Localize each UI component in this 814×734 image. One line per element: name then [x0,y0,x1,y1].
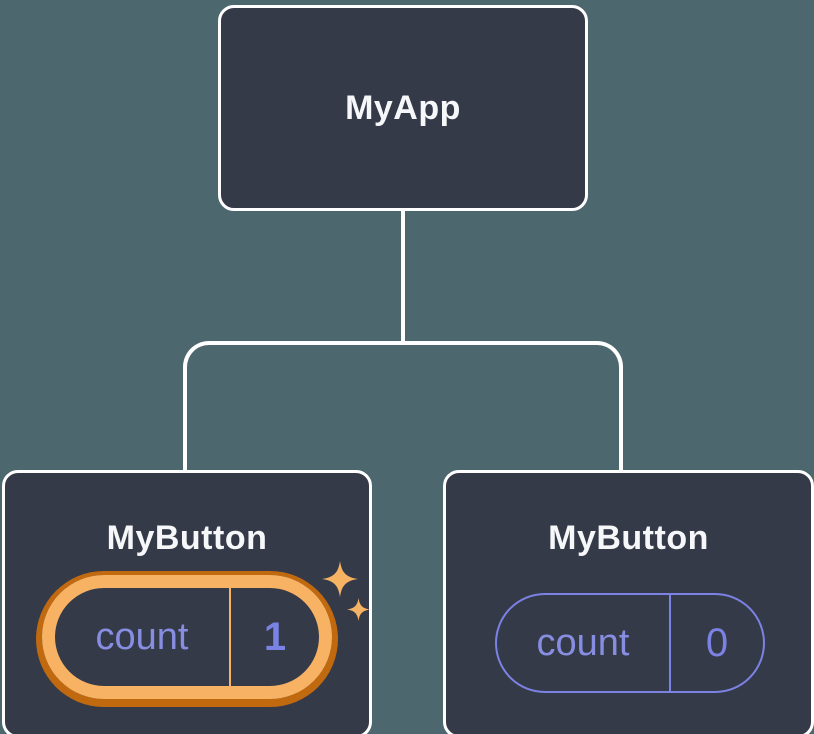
state-key-label: count [536,621,630,664]
state-value: 1 [263,614,287,659]
state-pill: count 0 [495,593,765,693]
state-value: 0 [705,620,729,665]
state-key-label: count [95,615,189,658]
state-value-cell: 1 [231,588,319,686]
pill-divider [669,595,671,691]
state-key-cell: count [497,595,669,691]
node-mybutton-2: MyButton count 0 [443,470,814,734]
state-pill-highlighted: count 1 [42,575,332,699]
node-myapp: MyApp [218,5,588,211]
sparkle-large-icon [322,561,358,597]
node-mybutton-1: MyButton count 1 [2,470,372,734]
state-key-cell: count [55,588,229,686]
sparkle-small-icon [347,598,370,621]
node-mybutton-1-label: MyButton [106,519,268,557]
pill-divider [229,588,231,686]
node-myapp-label: MyApp [345,88,461,127]
connector-stem [401,209,405,343]
state-value-cell: 0 [671,595,763,691]
connector-bracket [183,341,623,471]
node-mybutton-2-label: MyButton [548,519,709,557]
